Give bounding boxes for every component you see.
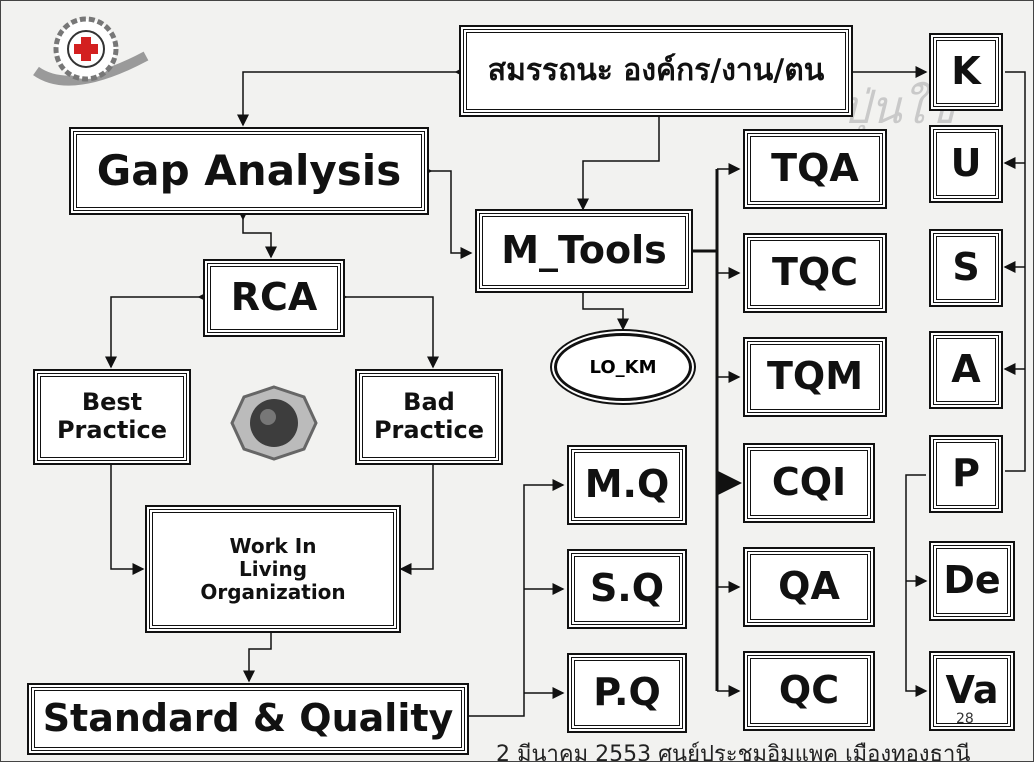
connector-lines <box>105 66 1026 722</box>
rca-box: RCA <box>207 263 341 333</box>
pq-box: P.Q <box>571 657 683 729</box>
m-tools-box: M_Tools <box>479 213 689 289</box>
best-practice-line2: Practice <box>56 416 168 444</box>
logo <box>31 11 151 91</box>
cqi-box: CQI <box>747 447 871 519</box>
s-box: S <box>933 233 999 303</box>
de-box: De <box>933 545 1011 617</box>
gap-analysis-box: Gap Analysis <box>73 131 425 211</box>
tqa-box: TQA <box>747 133 883 205</box>
page-number: 28 <box>956 711 974 727</box>
footer-text: 2 มีนาคม 2553 ศูนย์ประชุมอิมแพค เมืองทอง… <box>496 742 971 762</box>
best-practice-box: Best Practice <box>37 373 187 461</box>
work-in-living-organization-box: Work In Living Organization <box>149 509 397 629</box>
work-line3: Organization <box>200 579 346 604</box>
p-box: P <box>933 439 999 509</box>
slide: ปุ่นใช <box>0 0 1034 762</box>
mq-box: M.Q <box>571 449 683 521</box>
lo-km-oval: LO_KM <box>554 333 692 401</box>
qc-box: QC <box>747 655 871 727</box>
k-box: K <box>933 37 999 107</box>
best-practice-line1: Best <box>81 388 143 417</box>
standard-quality-box: Standard & Quality <box>31 687 465 751</box>
tqc-box: TQC <box>747 237 883 309</box>
tqm-box: TQM <box>747 341 883 413</box>
qa-box: QA <box>747 551 871 623</box>
sq-box: S.Q <box>571 553 683 625</box>
bad-practice-line1: Bad <box>403 388 455 417</box>
work-line1: Work In <box>229 533 317 558</box>
bad-practice-box: Bad Practice <box>359 373 499 461</box>
competency-title-box: สมรรถนะ องค์กร/งาน/ตน <box>463 29 849 113</box>
bad-practice-line2: Practice <box>373 416 485 444</box>
va-box: Va <box>933 655 1011 727</box>
a-box: A <box>933 335 999 405</box>
emblem-icon <box>226 383 322 463</box>
u-box: U <box>933 129 999 199</box>
work-line2: Living <box>238 556 308 581</box>
